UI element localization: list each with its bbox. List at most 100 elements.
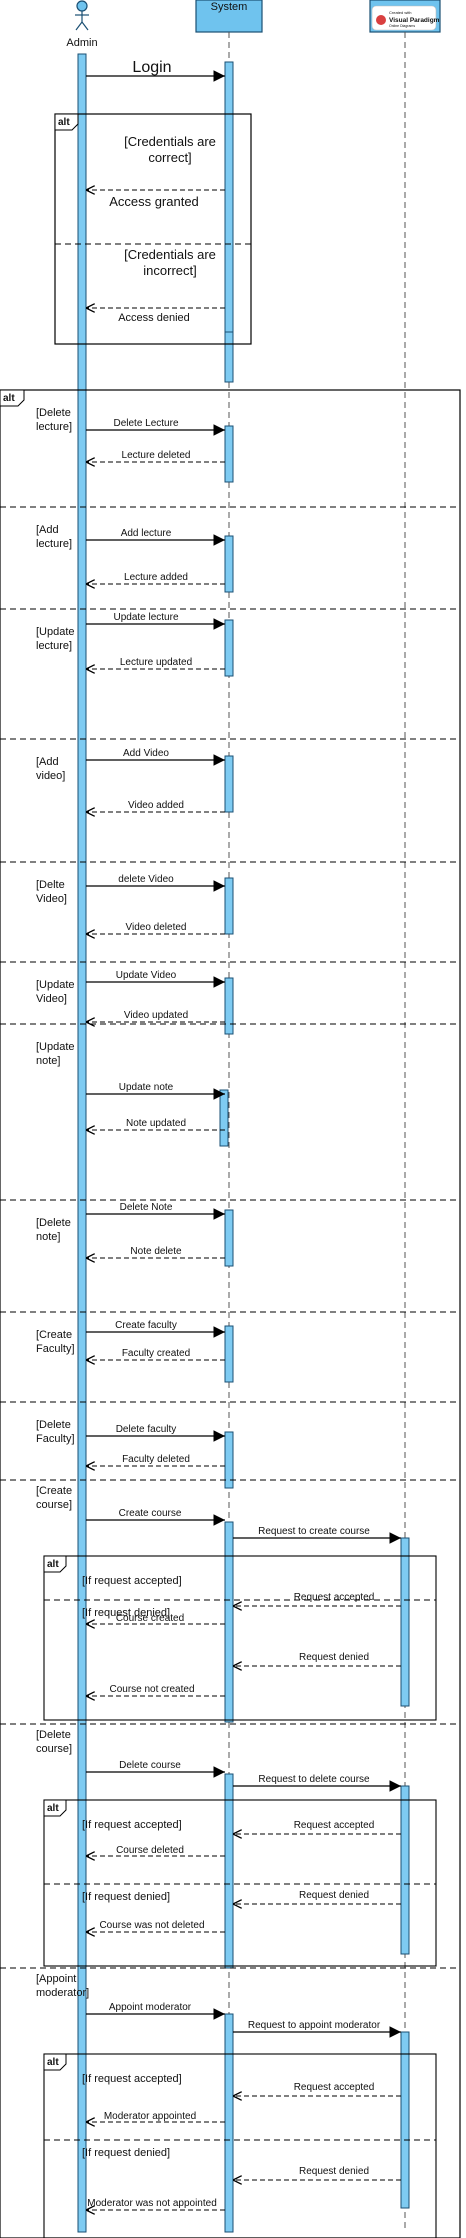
section-guard: lecture]	[36, 421, 72, 433]
request-label: Update note	[119, 1082, 174, 1093]
accepted-reply-label: Request accepted	[294, 2082, 375, 2093]
forward-label: Request to appoint moderator	[248, 2020, 381, 2031]
admin-activation	[77, 53, 87, 2233]
success-label: Moderator appointed	[104, 2111, 196, 2122]
section-guard: [Add	[36, 524, 59, 536]
section-guard: Video]	[36, 893, 67, 905]
svg-text:Access granted: Access granted	[109, 194, 199, 209]
request-label: delete Video	[118, 874, 174, 885]
login-alt-fragment: alt [Credentials are correct] Access gra…	[54, 113, 252, 345]
actor-head	[76, 0, 88, 12]
section-guard: [Delete	[36, 1419, 71, 1431]
failure-label: Course not created	[109, 1684, 194, 1695]
reply-label: Faculty deleted	[122, 1454, 190, 1465]
reply-label: Video deleted	[126, 922, 187, 933]
accepted-guard: [If request accepted]	[82, 1575, 182, 1587]
reply-label: Video added	[128, 800, 184, 811]
watermark-logo-icon	[376, 15, 386, 25]
failure-label: Course was not deleted	[99, 1920, 204, 1931]
section-guard: course]	[36, 1499, 72, 1511]
section-guard: lecture]	[36, 538, 72, 550]
request-label: Update lecture	[113, 612, 178, 623]
svg-text:incorrect]: incorrect]	[143, 263, 196, 278]
section-guard: video]	[36, 770, 65, 782]
request-label: Add lecture	[121, 528, 172, 539]
section-guard: course]	[36, 1743, 72, 1755]
forward-label: Request to create course	[258, 1526, 370, 1537]
accepted-reply-label: Request accepted	[294, 1820, 375, 1831]
accepted-guard: [If request accepted]	[82, 1819, 182, 1831]
section-guard: [Update	[36, 1041, 75, 1053]
section-guard: [Add	[36, 756, 59, 768]
svg-text:Online Diagrams: Online Diagrams	[389, 24, 415, 28]
request-label: Delete Note	[120, 1202, 173, 1213]
svg-text:alt: alt	[58, 117, 70, 128]
svg-text:correct]: correct]	[148, 150, 191, 165]
section-guard: [Delte	[36, 879, 65, 891]
section-guard: [Delete	[36, 1217, 71, 1229]
reply-label: Note delete	[130, 1246, 182, 1257]
reply-label: Lecture added	[124, 572, 188, 583]
accepted-guard: [If request accepted]	[82, 2073, 182, 2085]
admin-actor: Admin	[66, 0, 98, 49]
system-label: System	[211, 1, 248, 13]
section-guard: Faculty]	[36, 1433, 75, 1445]
section-guard: [Appoint	[36, 1973, 76, 1985]
denied-guard: [If request denied]	[82, 1607, 170, 1619]
section-guard: Video]	[36, 993, 67, 1005]
reply-label: Lecture deleted	[122, 450, 191, 461]
section-guard: Faculty]	[36, 1343, 75, 1355]
svg-text:Created with: Created with	[389, 10, 411, 15]
denied-reply-label: Request denied	[299, 2166, 369, 2177]
nested-alt-keyword: alt	[47, 2057, 59, 2068]
section-guard: moderator]	[36, 1987, 89, 1999]
success-label: Course created	[116, 1613, 184, 1624]
system-activations	[219, 61, 234, 2233]
request-label: Delete Lecture	[113, 418, 178, 429]
nested-alt-fragment: alt [If request accepted] Request accepted…	[43, 2053, 437, 2238]
section-guard: lecture]	[36, 640, 72, 652]
section-guard: [Create	[36, 1485, 72, 1497]
nested-alt-fragment: alt[If request accepted]Request accepted…	[43, 1799, 437, 1967]
failure-label: Moderator was not appointed	[87, 2198, 217, 2209]
success-label: Course deleted	[116, 1845, 184, 1856]
reply-label: Video updated	[124, 1010, 188, 1021]
svg-text:Visual Paradigm: Visual Paradigm	[389, 17, 440, 24]
guard-credentials-incorrect: [Credentials are	[124, 247, 216, 262]
system-participant: System	[195, 0, 263, 33]
system-box	[195, 0, 263, 33]
denied-reply-label: Request denied	[299, 1890, 369, 1901]
admin-label: Admin	[66, 37, 97, 49]
section-guard: [Update	[36, 979, 75, 991]
denied-reply-label: Request denied	[299, 1652, 369, 1663]
svg-text:alt: alt	[3, 393, 15, 404]
visual-paradigm-watermark: Created with Visual Paradigm Online Diag…	[371, 5, 440, 31]
request-label: Add Video	[123, 748, 169, 759]
third-activations	[400, 1537, 410, 2209]
nested-alt-keyword: alt	[47, 1559, 59, 1570]
request-label: Create faculty	[115, 1320, 177, 1331]
main-alt-fragment: alt [Delete lecture] Delete LectureLecture…	[0, 389, 461, 2238]
section-guard: note]	[36, 1231, 60, 1243]
section-guard: [Delete	[36, 1729, 71, 1741]
accepted-reply-label: Request accepted	[294, 1592, 375, 1603]
denied-guard: [If request denied]	[82, 2147, 170, 2159]
login-label: Login	[132, 59, 171, 76]
request-label: Update Video	[116, 970, 177, 981]
denied-guard: [If request denied]	[82, 1891, 170, 1903]
section-guard: note]	[36, 1055, 60, 1067]
